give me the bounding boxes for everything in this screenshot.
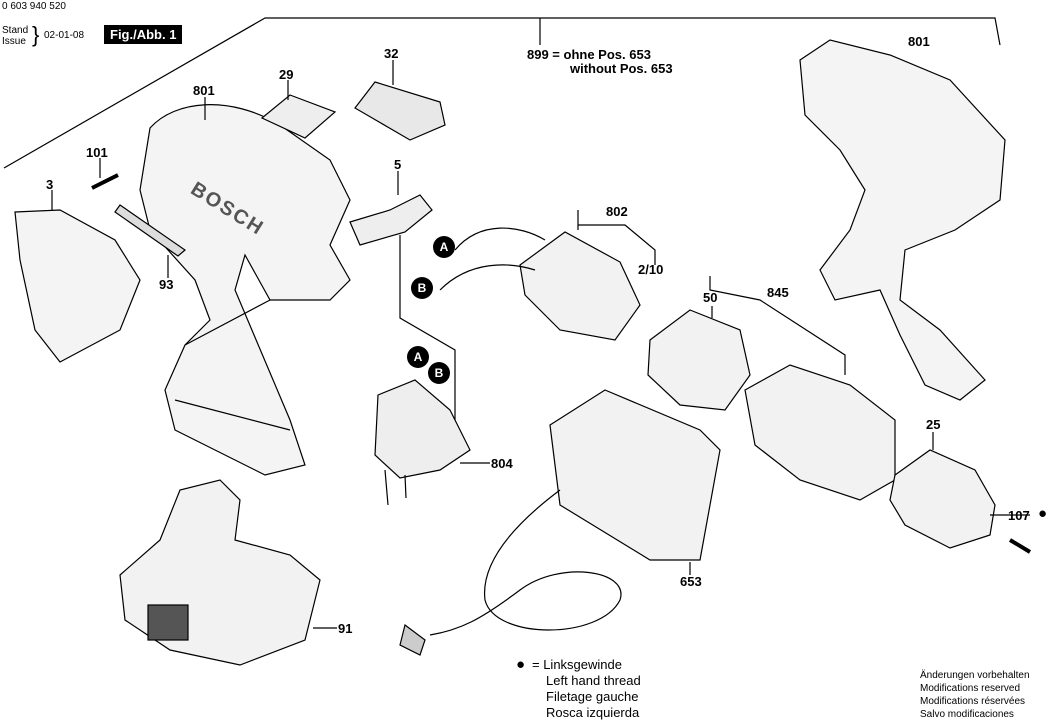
issue-date: 02-01-08 [44, 30, 85, 41]
wire-marker-a-motor: A [433, 236, 455, 258]
screw-107-shape [1008, 538, 1032, 554]
wire-marker-a-switch: A [407, 346, 429, 368]
part-label-50: 50 [703, 290, 718, 305]
modifications-line2: Modifications reserved [920, 683, 1021, 694]
legend-line1: = Linksgewinde [532, 657, 622, 672]
motor-802-shape [519, 231, 641, 341]
switch-804-shape [374, 379, 471, 479]
chuck-845-shape [744, 364, 896, 501]
part-label-93: 93 [159, 277, 174, 292]
legend-line3: Filetage gauche [546, 689, 639, 704]
clip-29-shape [260, 94, 337, 139]
part-label-801-right: 801 [908, 34, 930, 49]
part-label-25: 25 [926, 417, 941, 432]
part-label-804: 804 [491, 456, 513, 471]
part-label-101: 101 [86, 145, 108, 160]
variant-bracket [3, 17, 1001, 169]
side-cover-shape [14, 209, 141, 363]
stand-label: Stand [2, 25, 29, 36]
part-label-29: 29 [279, 67, 294, 82]
wire-marker-b-motor: B [411, 277, 433, 299]
legend-bullet-icon: ● [516, 656, 526, 673]
doc-number: 0 603 940 520 [2, 1, 66, 12]
gear-housing-50-shape [647, 309, 751, 411]
legend-line2: Left hand thread [546, 673, 641, 688]
part-label-802: 802 [606, 204, 628, 219]
part-label-5: 5 [394, 157, 402, 172]
left-thread-bullet-icon: ● [1038, 505, 1048, 522]
brace-icon: } [32, 22, 40, 47]
variant-note-line2: without Pos. 653 [570, 61, 673, 76]
variant-note-line1: 899 = ohne Pos. 653 [527, 47, 651, 62]
bit-shape [114, 204, 186, 257]
sleeve-25-shape [889, 449, 996, 549]
part-label-2-10: 2/10 [638, 262, 664, 277]
charger-653-shape [549, 389, 721, 561]
modifications-line1: Änderungen vorbehalten [920, 670, 1030, 681]
power-plug [399, 623, 426, 656]
part-label-3: 3 [46, 177, 54, 192]
part-label-653: 653 [680, 574, 702, 589]
modifications-line4: Salvo modificaciones [920, 709, 1014, 720]
part-label-845: 845 [767, 285, 789, 300]
part-label-32: 32 [384, 46, 399, 61]
part-label-91: 91 [338, 621, 353, 636]
power-cord [429, 489, 622, 636]
slide-5-shape [349, 194, 433, 246]
left-housing-shape [139, 104, 351, 476]
part-label-801-left: 801 [193, 83, 215, 98]
part-label-107: 107 [1008, 508, 1030, 523]
cap-32-shape [354, 81, 446, 141]
legend-line4: Rosca izquierda [546, 705, 640, 720]
figure-badge: Fig./Abb. 1 [104, 25, 183, 44]
right-housing-shape [799, 39, 1006, 401]
issue-label: Issue [2, 36, 26, 47]
modifications-line3: Modifications réservées [920, 696, 1026, 707]
screw-101-shape [91, 173, 119, 190]
wire-marker-b-switch: B [428, 362, 450, 384]
